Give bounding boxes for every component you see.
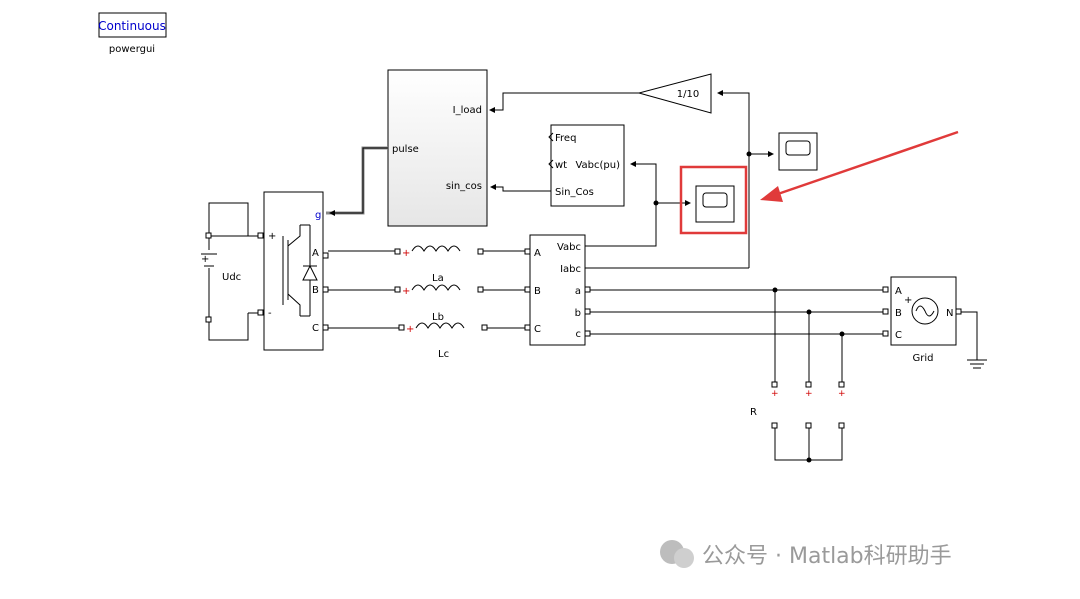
pll-sincos-port: Sin_Cos [555, 187, 594, 198]
grid-port-n: N [946, 308, 953, 319]
controller-subsystem[interactable]: I_load pulse sin_cos [387, 69, 488, 227]
inverter-gate-port: g [315, 210, 321, 221]
svg-text:+: + [402, 248, 410, 259]
inverter-minus: - [268, 308, 272, 319]
svg-text:+: + [838, 389, 846, 399]
powergui-mode: Continuous [98, 19, 166, 33]
highlight-arrow [760, 130, 959, 202]
highlight-box [679, 165, 748, 235]
meas-vabc: Vabc [557, 242, 581, 253]
gain-value: 1/10 [677, 89, 699, 100]
measurement-block[interactable]: A B C Vabc Iabc a b c [524, 234, 591, 346]
dc-source-label: Udc [222, 272, 241, 283]
pll-vabc-port: Vabc(pu) [575, 160, 620, 171]
inductor-lb[interactable]: + Lb [394, 284, 484, 323]
inductor-la-label: La [432, 273, 444, 284]
controller-sincos-port: sin_cos [446, 181, 482, 192]
load-block[interactable]: + + + R [750, 290, 846, 463]
grid-plus: + [904, 295, 912, 306]
pll-freq-port: Freq [555, 133, 576, 144]
grid-port-c: C [895, 330, 902, 341]
svg-text:+: + [201, 254, 209, 265]
inverter-port-b: B [312, 285, 319, 296]
meas-iabc: Iabc [560, 264, 581, 275]
controller-iload-port: I_load [453, 105, 482, 116]
inverter-port-a: A [312, 248, 319, 259]
grid-label: Grid [913, 353, 934, 364]
inductor-lc-label: Lc [438, 349, 449, 360]
scope-iabc-block[interactable] [778, 132, 818, 171]
grid-source-block[interactable]: A B C N + Grid [882, 276, 962, 364]
svg-text:+: + [805, 389, 813, 399]
svg-text:+: + [771, 389, 779, 399]
pll-block[interactable]: Freq wt Sin_Cos Vabc(pu) [548, 124, 625, 207]
powergui-label: powergui [109, 44, 155, 55]
dc-source-block[interactable]: + Udc [201, 202, 249, 341]
pll-wt-port: wt [555, 160, 567, 171]
sine-wave-icon [915, 305, 935, 317]
grid-port-b: B [895, 308, 902, 319]
scope-vabc-block[interactable] [695, 185, 735, 223]
inverter-block[interactable]: + - g A B C [248, 191, 329, 351]
ground-icon [961, 311, 987, 369]
meas-out-b: b [575, 308, 581, 319]
meas-in-b: B [534, 286, 541, 297]
load-label: R [750, 407, 757, 418]
grid-port-a: A [895, 286, 902, 297]
svg-text:+: + [406, 324, 414, 335]
inverter-port-c: C [312, 323, 319, 334]
inductor-la[interactable]: + La [394, 245, 484, 284]
inductor-lb-label: Lb [432, 312, 444, 323]
watermark: 公众号 · Matlab科研助手 [660, 540, 952, 569]
svg-text:+: + [402, 286, 410, 297]
controller-pulse-port: pulse [392, 144, 419, 155]
inverter-plus: + [268, 231, 276, 242]
meas-in-c: C [534, 324, 541, 335]
meas-out-c: c [576, 329, 582, 340]
igbt-icon [282, 224, 318, 317]
watermark-text: 公众号 · Matlab科研助手 [702, 544, 952, 569]
meas-out-a: a [575, 286, 581, 297]
meas-in-a: A [534, 248, 541, 259]
powergui-block[interactable]: Continuous powergui [98, 12, 167, 55]
gain-block[interactable]: 1/10 [637, 73, 712, 114]
inductor-lc[interactable]: + Lc [398, 322, 488, 360]
